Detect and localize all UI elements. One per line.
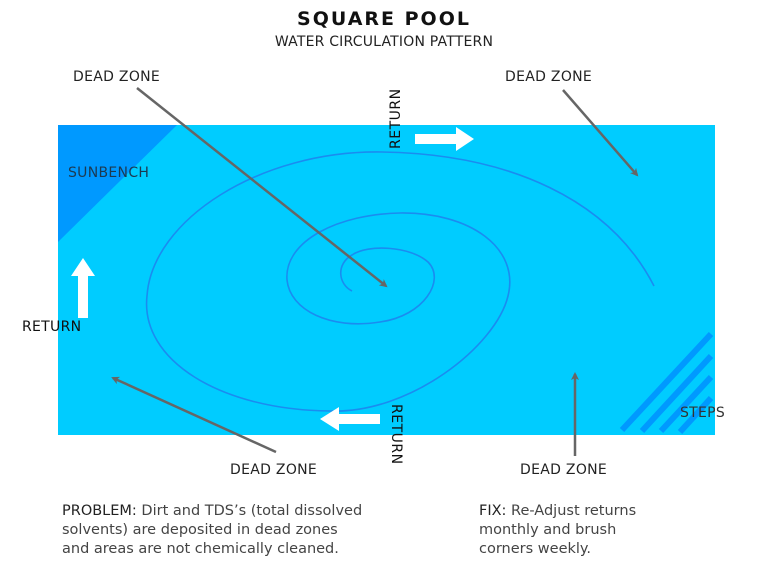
- fix-lead: FIX:: [479, 503, 507, 519]
- steps-area: [619, 331, 714, 435]
- problem-lead: PROBLEM:: [62, 503, 137, 519]
- return-arrow-left: [71, 258, 95, 318]
- dead-zone-arrow-bottom-left: [111, 376, 277, 454]
- dead-zone-arrow-center: [136, 87, 388, 288]
- dead-zone-label-top-right: DEAD ZONE: [505, 69, 593, 85]
- return-label-bottom: RETURN: [388, 404, 404, 465]
- diagram-title: SQUARE POOL: [297, 8, 471, 30]
- dead-zone-label-bottom-left: DEAD ZONE: [230, 462, 318, 478]
- problem-note: PROBLEM: Dirt and TDS’s (total dissolved…: [62, 502, 462, 559]
- fix-note: FIX: Re-Adjust returns monthly and brush…: [479, 502, 739, 559]
- dead-zone-label-bottom-right: DEAD ZONE: [520, 462, 608, 478]
- steps-label: STEPS: [680, 405, 726, 421]
- problem-line-1: Dirt and TDS’s (total dissolved: [136, 503, 363, 519]
- return-arrow-top: [415, 127, 474, 151]
- sunbench-label: SUNBENCH: [68, 165, 150, 181]
- problem-line-3: and areas are not chemically cleaned.: [62, 541, 339, 557]
- diagram-subtitle: WATER CIRCULATION PATTERN: [274, 34, 494, 50]
- problem-line-2: solvents) are deposited in dead zones: [62, 522, 338, 538]
- circulation-spiral: [145, 151, 655, 412]
- return-label-top: RETURN: [388, 88, 404, 149]
- pool-body: [58, 125, 715, 435]
- fix-line-3: corners weekly.: [479, 541, 592, 557]
- sunbench-area: [58, 125, 177, 242]
- dead-zone-arrow-top-right: [562, 89, 639, 177]
- return-label-left: RETURN: [22, 319, 82, 335]
- return-arrow-bottom: [320, 407, 380, 431]
- dead-zone-label-top-left: DEAD ZONE: [73, 69, 161, 85]
- fix-line-1: Re-Adjust returns: [506, 503, 637, 519]
- fix-line-2: monthly and brush: [479, 522, 617, 538]
